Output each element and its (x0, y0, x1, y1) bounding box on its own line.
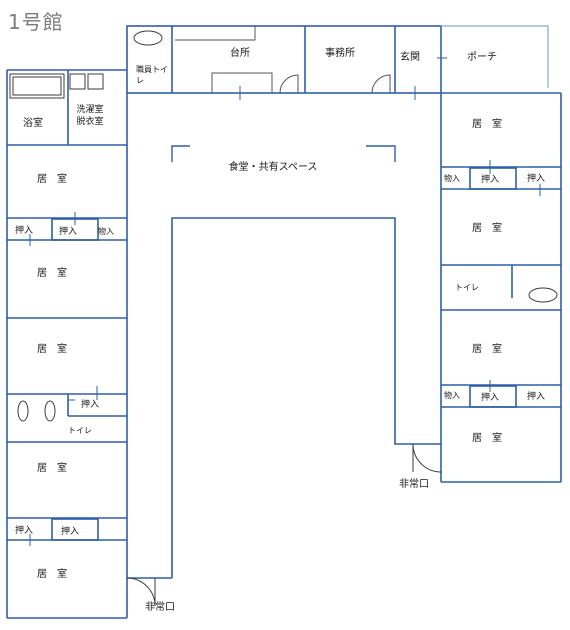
label-entrance: 玄関 (400, 50, 420, 63)
dining-brackets (171, 145, 396, 162)
label-porch: ポーチ (467, 51, 497, 63)
toilet-bowl-icon (44, 400, 56, 422)
label-room-7: 居 室 (472, 221, 502, 234)
door-ticks (29, 57, 541, 546)
label-monoire-2: 物入 (444, 173, 460, 183)
label-kitchen: 台所 (230, 46, 250, 59)
label-laundry: 洗濯室脱衣室 (76, 103, 103, 127)
toilet-bowl-icon (17, 400, 29, 422)
label-office: 事務所 (325, 46, 355, 59)
label-room-1: 居 室 (37, 172, 67, 185)
label-emergency-exit-2: 非常口 (399, 477, 429, 490)
label-room-6: 居 室 (472, 117, 502, 130)
label-emergency-exit-1: 非常口 (145, 600, 175, 613)
label-oshiire-6: 押入 (481, 173, 499, 185)
label-monoire-1: 物入 (98, 226, 114, 236)
label-oshiire-5: 押入 (61, 525, 79, 537)
label-oshiire-9: 押入 (527, 390, 545, 402)
label-room-9: 居 室 (472, 431, 502, 444)
top-block-outline (126, 25, 442, 94)
label-oshiire-8: 押入 (481, 391, 499, 403)
door-swing-icon (412, 443, 442, 473)
toilet-bowl-icon (528, 287, 558, 303)
label-room-2: 居 室 (37, 266, 67, 279)
label-toilet-2: トイレ (455, 283, 479, 292)
label-oshiire-7: 押入 (527, 172, 545, 184)
label-oshiire-1: 押入 (15, 224, 33, 236)
label-toilet-1: トイレ (68, 426, 92, 435)
fixtures (9, 30, 558, 607)
walls (6, 25, 562, 619)
label-room-8: 居 室 (472, 342, 502, 355)
label-bath: 浴室 (23, 116, 43, 129)
building-title: 1号館 (8, 10, 64, 34)
label-staff-toilet: 職員トイレ (136, 65, 168, 85)
label-dining: 食堂・共有スペース (229, 160, 318, 173)
label-monoire-3: 物入 (444, 390, 460, 400)
toilet-bowl-icon (133, 30, 163, 46)
label-room-3: 居 室 (37, 342, 67, 355)
label-room-4: 居 室 (37, 461, 67, 474)
label-room-5: 居 室 (37, 567, 67, 580)
label-oshiire-3: 押入 (81, 398, 99, 410)
label-oshiire-4: 押入 (15, 524, 33, 536)
kitchen-fixtures (175, 26, 391, 94)
label-oshiire-2: 押入 (59, 225, 77, 237)
